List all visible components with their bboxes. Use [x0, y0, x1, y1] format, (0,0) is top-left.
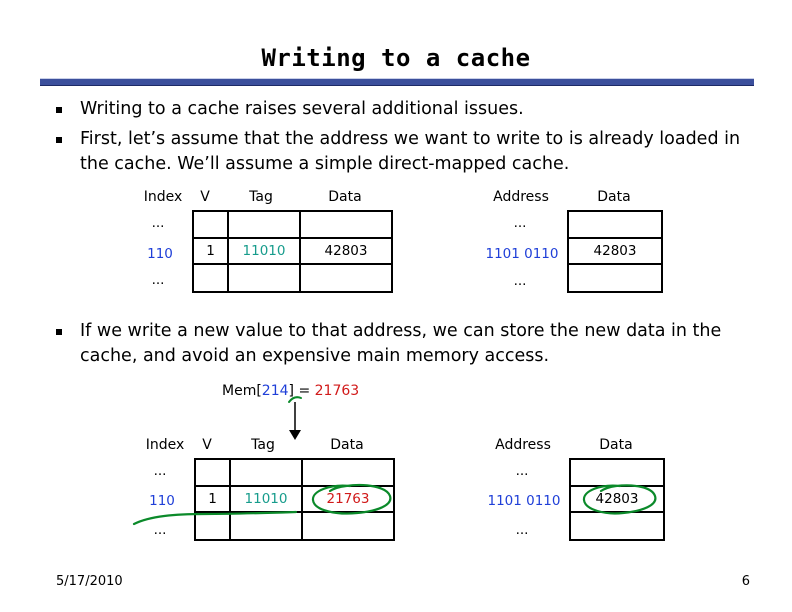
cache-data-cell: 21763: [301, 485, 395, 513]
write-op-value: 21763: [314, 383, 360, 399]
cache-header-tag: Tag: [249, 189, 273, 205]
bullet-1: Writing to a cache raises several additi…: [56, 97, 756, 122]
slide-title: Writing to a cache: [261, 44, 531, 72]
write-op-prefix: Mem[: [222, 383, 262, 399]
down-arrow-icon: [289, 402, 301, 440]
bullet-2: First, let’s assume that the address we …: [56, 127, 756, 177]
write-operation: Mem[214] = 21763: [222, 383, 359, 399]
memory-data-cell: [569, 458, 665, 487]
cache-index-ellipsis: ...: [153, 522, 167, 538]
bullet-2-text: First, let’s assume that the address we …: [80, 129, 741, 174]
cache-index-ellipsis: ...: [151, 215, 165, 231]
cache-header-v: V: [202, 437, 212, 453]
memory-data-cell: 42803: [567, 237, 663, 265]
cache-index-value: 110: [149, 493, 175, 509]
memory-data-cell: 42803: [569, 485, 665, 513]
cache-v-cell: 1: [194, 485, 231, 513]
memory-address-ellipsis: ...: [515, 522, 529, 538]
bullet-3: If we write a new value to that address,…: [56, 319, 756, 369]
cache-tag-cell: 11010: [229, 485, 303, 513]
memory-address-ellipsis: ...: [513, 273, 527, 289]
bullet-3-text: If we write a new value to that address,…: [80, 321, 722, 366]
cache-v-cell: [194, 511, 231, 541]
cache-v-cell: [194, 458, 231, 487]
write-op-address: 214: [261, 383, 289, 399]
cache-tag-cell: [227, 210, 301, 239]
memory-header-data: Data: [599, 437, 633, 453]
cache-v-cell: [192, 263, 229, 293]
cache-tag-cell: 11010: [227, 237, 301, 265]
cache-index-value: 110: [147, 246, 173, 262]
table-row: 42803: [569, 485, 665, 513]
table-row: 1 11010 42803: [192, 237, 393, 265]
table-row: 1 11010 21763: [194, 485, 395, 513]
write-op-equals: ] =: [288, 383, 315, 399]
cache-tag-cell: [227, 263, 301, 293]
memory-data-cell: [569, 511, 665, 541]
cache-tag-cell: [229, 511, 303, 541]
cache-data-cell: [301, 511, 395, 541]
memory-header-address: Address: [495, 437, 551, 453]
memory-address-value: 1101 0110: [485, 246, 559, 262]
cache-data-cell: [299, 263, 393, 293]
cache-table: 1 11010 21763: [194, 458, 395, 541]
footer-date: 5/17/2010: [56, 574, 123, 589]
memory-header-address: Address: [493, 189, 549, 205]
memory-address-ellipsis: ...: [515, 463, 529, 479]
memory-data-cell: [567, 263, 663, 293]
bullet-1-text: Writing to a cache raises several additi…: [80, 99, 524, 119]
bullet-square: [56, 329, 62, 335]
bullet-square: [56, 137, 62, 143]
memory-header-data: Data: [597, 189, 631, 205]
cache-header-index: Index: [143, 189, 183, 205]
cache-header-index: Index: [145, 437, 185, 453]
memory-address-value: 1101 0110: [487, 493, 561, 509]
cache-header-v: V: [200, 189, 210, 205]
memory-data-cell: [567, 210, 663, 239]
cache-v-cell: [192, 210, 229, 239]
memory-table: 42803: [567, 210, 663, 293]
cache-header-data: Data: [330, 437, 364, 453]
title-rule: [40, 78, 754, 86]
cache-v-cell: 1: [192, 237, 229, 265]
cache-index-ellipsis: ...: [153, 463, 167, 479]
cache-data-cell: [301, 458, 395, 487]
memory-address-ellipsis: ...: [513, 215, 527, 231]
cache-header-tag: Tag: [251, 437, 275, 453]
cache-index-ellipsis: ...: [151, 272, 165, 288]
page-number: 6: [741, 574, 750, 589]
cache-table: 1 11010 42803: [192, 210, 393, 293]
table-row: 42803: [567, 237, 663, 265]
cache-data-cell: 42803: [299, 237, 393, 265]
memory-table: 42803: [569, 458, 665, 541]
cache-data-cell: [299, 210, 393, 239]
cache-tag-cell: [229, 458, 303, 487]
bullet-square: [56, 107, 62, 113]
cache-header-data: Data: [328, 189, 362, 205]
